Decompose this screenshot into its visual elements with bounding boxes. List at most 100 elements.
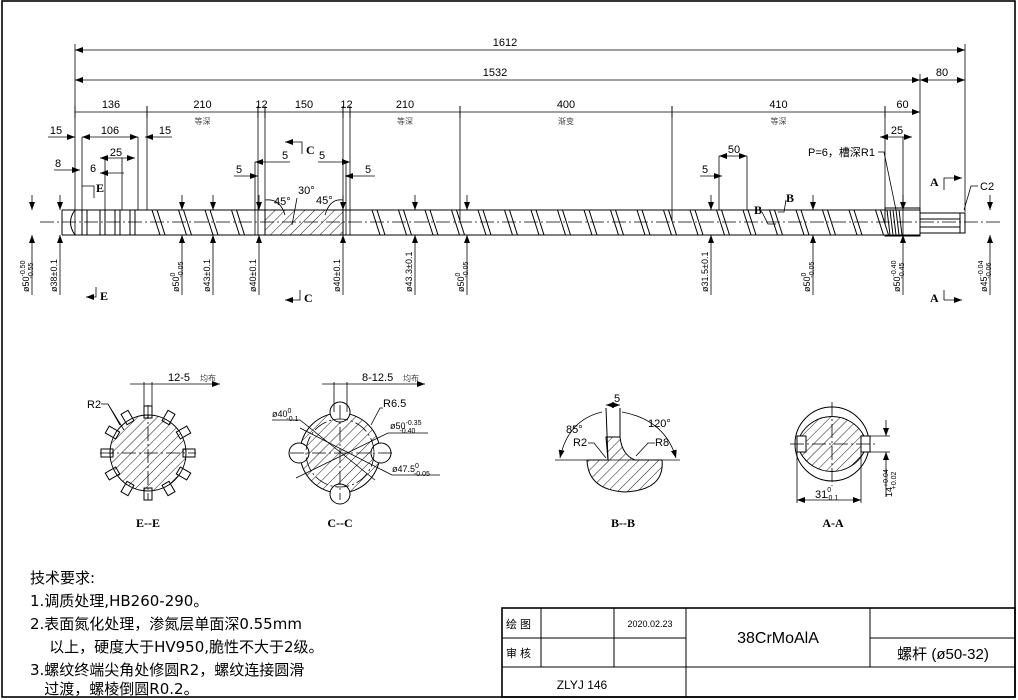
cc-slot-dim: 8-12.5: [362, 372, 393, 384]
screw-flight: [742, 209, 757, 236]
part-name: 螺杆 (ø50-32): [897, 646, 989, 663]
diameter-label: ø40±0.1: [332, 259, 342, 292]
screw-flight: [795, 209, 810, 236]
cc-title: C--C: [327, 516, 352, 530]
diameter-label: ø31.5±0.1: [700, 252, 710, 292]
dim-screw-length: 1532: [483, 67, 507, 79]
diameter-label: ø500-0.05: [170, 262, 185, 292]
screw-body: [40, 207, 1000, 237]
dim-8: 8: [55, 158, 61, 170]
ee-slot-note: 均布: [200, 373, 216, 383]
dim-15-right: 15: [159, 125, 171, 137]
screw-flight: [177, 209, 193, 236]
technical-requirements: 技术要求: 1.调质处理,HB260-290。 2.表面氮化处理，渗氮层单面深0…: [30, 569, 324, 698]
requirement-line: 过渡，螺棱倒圆R0.2。: [30, 680, 199, 698]
section-e-e: 12-5 均布 R2 E--E: [87, 372, 220, 530]
ee-slot-dim: 12-5: [168, 372, 190, 384]
screw-flight: [530, 209, 545, 236]
cc-d475: ø47.50-0.05: [392, 463, 430, 478]
ee-radius: R2: [87, 399, 101, 411]
aa-width: 310-0.1: [815, 487, 838, 502]
segment-length: 136: [102, 99, 120, 111]
section-mark-b-left: B: [754, 203, 762, 217]
screw-flight: [230, 209, 246, 236]
diameter-label: ø40±0.1: [248, 259, 258, 292]
cc-slot-note: 均布: [403, 373, 419, 383]
dim-50: 50: [728, 144, 740, 156]
dim-total-length: 1612: [493, 37, 517, 49]
segment-note: 等深: [771, 116, 787, 126]
screw-flight: [397, 209, 413, 236]
overall-dimensions: 1612 1532 80: [74, 37, 966, 235]
aa-title: A-A: [822, 516, 844, 530]
drawn-by-label: 绘 图: [506, 617, 531, 631]
dim-25-left: 25: [110, 147, 122, 159]
requirement-line: 1.调质处理,HB260-290。: [30, 592, 208, 610]
bb-radius-right: R8: [655, 437, 669, 449]
requirements-title: 技术要求:: [30, 569, 95, 587]
screw-flight: [662, 209, 678, 236]
segment-note: 渐变: [558, 116, 574, 126]
segment-length: 60: [896, 99, 908, 111]
aa-height: 14+0.04+0.02: [883, 469, 898, 497]
diameter-label: ø45-0.04-0.06: [978, 260, 993, 292]
diameter-label: ø43.3±0.1: [404, 252, 414, 292]
screw-flight: [689, 209, 704, 236]
dim-5-e: 5: [702, 164, 708, 176]
drawing-date: 2020.02.23: [627, 619, 672, 629]
section-mark-e-top: E: [96, 181, 104, 195]
chamfer-label: C2: [980, 181, 994, 193]
requirement-line: 3.螺纹终端尖角处修圆R2，螺纹连接圆滑: [30, 661, 304, 679]
screw-flight: [583, 209, 598, 236]
diameter-label: ø50-0.50-0.55: [20, 260, 35, 292]
dim-shaft-length: 80: [936, 67, 948, 79]
groove-line: [889, 209, 894, 236]
section-markers: E E C C B B A A: [82, 139, 962, 305]
diameter-label: ø43±0.1: [202, 259, 212, 292]
screw-flight: [848, 209, 863, 236]
dim-5-b: 5: [282, 150, 288, 162]
groove-line: [898, 209, 903, 236]
cc-d50: ø50-0.35-0.40: [390, 420, 422, 435]
screw-flight: [477, 209, 492, 236]
section-mark-e-bottom: E: [100, 289, 108, 303]
bb-radius-left: R2: [573, 437, 587, 449]
bb-angle-right: 120°: [648, 418, 671, 430]
angle-45-left: 45°: [274, 196, 291, 208]
dim-5-a: 5: [236, 164, 242, 176]
title-block: 绘 图 2020.02.23 38CrMoAlA 审 核 螺杆 (ø50-32)…: [501, 607, 1016, 698]
diameter-label: ø50-0.40-0.45: [891, 260, 906, 292]
feed-ring: [81, 209, 88, 236]
screw-flight: [874, 209, 890, 236]
section-a-a: 14+0.04+0.02 310-0.1 A-A: [790, 402, 898, 530]
section-mark-b-right: B: [786, 191, 794, 205]
segment-length: 210: [396, 99, 414, 111]
section-mark-c-bottom: C: [304, 291, 313, 305]
screw-flight: [556, 209, 572, 236]
ee-title: E--E: [136, 516, 160, 530]
section-b-b: 5 85° 120° R2 R8 B--B: [555, 393, 680, 530]
section-mark-a-top: A: [930, 175, 939, 189]
requirement-line: 以上，硬度大于HV950,脆性不大于2级。: [30, 638, 324, 656]
diameter-label: ø38±0.1: [49, 259, 59, 292]
feed-ring: [129, 209, 136, 236]
angle-30: 30°: [298, 185, 315, 197]
segment-length: 12: [255, 99, 267, 111]
screw-flight: [371, 209, 386, 236]
dim-15-left: 15: [50, 125, 62, 137]
feed-ring: [114, 209, 121, 236]
screw-flight: [768, 209, 784, 236]
dim-25-right: 25: [891, 125, 903, 137]
segment-note: 等深: [195, 116, 211, 126]
bb-title: B--B: [611, 516, 635, 530]
section-mark-a-bottom: A: [930, 291, 939, 305]
screw-flight: [821, 209, 837, 236]
angle-45-right: 45°: [316, 195, 333, 207]
dim-5-d: 5: [365, 164, 371, 176]
section-mark-c-top: C: [306, 143, 315, 157]
segment-length: 400: [557, 99, 575, 111]
screw-flight: [424, 209, 439, 236]
dim-106: 106: [101, 125, 119, 137]
